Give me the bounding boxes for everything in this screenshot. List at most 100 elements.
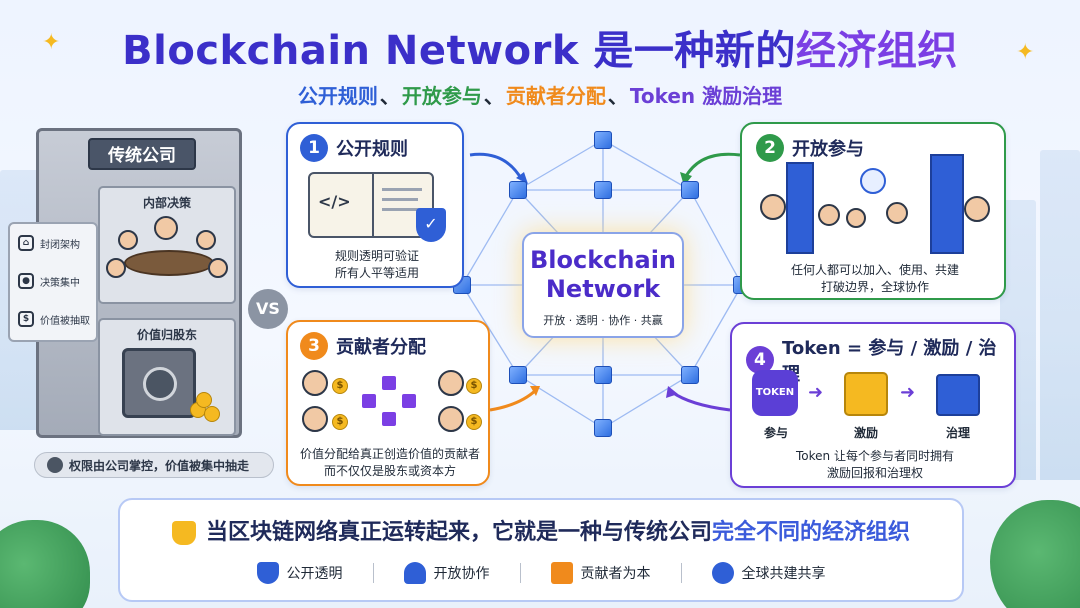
card-header: 3 贡献者分配 <box>300 332 488 360</box>
open-book-icon: </> <box>308 172 434 238</box>
trait-label: 价值被抽取 <box>40 315 90 327</box>
ballot-box-icon <box>936 374 980 416</box>
coin-icon: $ <box>332 414 348 430</box>
gold-coin-icon <box>196 392 212 408</box>
step-badge: 1 <box>300 134 328 162</box>
subtitle-separator: 、 <box>379 84 400 108</box>
coin-icon: $ <box>332 378 348 394</box>
subtitle-item-rules: 公开规则 <box>297 84 378 108</box>
subtitle-item-contributors: 贡献者分配 <box>505 84 606 108</box>
card-text-line: 任何人都可以加入、使用、共建 <box>790 263 959 277</box>
person-icon <box>760 194 786 220</box>
coin-icon: $ <box>466 414 482 430</box>
shield-check-icon: ✓ <box>416 208 446 242</box>
value-collaboration: 开放协作 <box>374 562 520 584</box>
card-title: 开放参与 <box>792 139 864 160</box>
center-network-box: Blockchain Network 开放 · 透明 · 协作 · 共赢 <box>522 232 684 338</box>
network-node <box>594 181 612 199</box>
network-node <box>681 366 699 384</box>
person-icon <box>196 230 216 250</box>
value-global: 全球共建共享 <box>682 562 856 584</box>
code-glyph: </> <box>318 192 351 211</box>
step-badge: 4 <box>746 346 774 374</box>
center-tagline: 开放 · 透明 · 协作 · 共赢 <box>543 314 663 327</box>
card-contributor-distribution: 3 贡献者分配 $ $ $ $ 价值分配给真正创造价值的贡献者 而不仅仅是股东或… <box>286 320 490 486</box>
company-sign: 传统公司 <box>88 138 196 170</box>
subtitle-item-token: Token 激励治理 <box>629 84 783 108</box>
value-label: 公开透明 <box>286 566 343 582</box>
person-icon: ● <box>18 273 34 289</box>
card-header: 1 公开规则 <box>300 134 462 162</box>
center-title: Blockchain Network <box>524 246 682 304</box>
lock-icon: ⌂ <box>18 235 34 251</box>
value-transparency: 公开透明 <box>227 562 373 584</box>
background-skyline-right-2 <box>1040 150 1080 480</box>
value-label: 开放协作 <box>433 566 490 582</box>
divider <box>372 563 374 583</box>
step-label-participate: 参与 <box>763 426 788 440</box>
person-icon <box>106 258 126 278</box>
person-icon <box>438 406 464 432</box>
open-door-icon <box>930 154 964 254</box>
card-text-line: 规则透明可验证 <box>334 249 419 263</box>
person-icon <box>964 196 990 222</box>
card-title: 公开规则 <box>336 139 408 160</box>
trait-centralized: ●决策集中 <box>10 262 96 300</box>
divider <box>680 563 682 583</box>
person-icon <box>154 216 178 240</box>
value-label: 全球共建共享 <box>741 566 826 582</box>
gift-box-icon <box>844 372 888 416</box>
trait-extraction: $ 价值被抽取 <box>10 300 96 338</box>
open-door-icon <box>786 162 814 254</box>
step-badge: 2 <box>756 134 784 162</box>
company-traits-panel: ⌂ 封闭架构 ●决策集中 $ 价值被抽取 <box>8 222 98 342</box>
shield-icon <box>256 562 279 584</box>
room-label-decision: 内部决策 <box>142 196 191 210</box>
step-label-incentive: 激励 <box>853 426 878 440</box>
dollar-icon: $ <box>18 311 34 327</box>
network-node <box>594 366 612 384</box>
title-part-1: Blockchain Network <box>122 28 594 74</box>
person-icon <box>208 258 228 278</box>
person-icon <box>302 406 328 432</box>
title-part-3: 经济组织 <box>795 28 958 74</box>
subtitle-separator: 、 <box>607 84 628 108</box>
step-badge: 3 <box>300 332 328 360</box>
title-part-2: 是一种新的 <box>593 28 796 74</box>
conclusion-banner: 当区块链网络真正运转起来，它就是一种与传统公司完全不同的经济组织 公开透明 开放… <box>118 498 964 602</box>
person-icon <box>302 370 328 396</box>
sad-face-icon <box>47 457 63 473</box>
company-warning: 权限由公司掌控，价值被集中抽走 <box>34 452 274 478</box>
vault-safe-icon <box>122 348 196 418</box>
gold-coin-icon <box>204 406 220 422</box>
step-label-governance: 治理 <box>945 426 970 440</box>
person-icon <box>818 204 840 226</box>
room-internal-decision: 内部决策 <box>98 186 236 304</box>
card-text-line: 所有人平等适用 <box>334 266 419 280</box>
sparkle-icon: ✦ <box>1016 40 1035 65</box>
banner-text-part1: 当区块链网络真正运转起来，它就是一种与传统公司 <box>205 520 712 545</box>
subtitle-item-open: 开放参与 <box>401 84 482 108</box>
sparkle-icon: ✦ <box>42 30 61 55</box>
arrow-right-icon: ➜ <box>900 382 916 403</box>
trait-closed: ⌂ 封闭架构 <box>10 224 96 262</box>
token-hexagon-icon: TOKEN <box>752 370 798 416</box>
people-icon <box>403 562 426 584</box>
divider <box>519 563 521 583</box>
network-node <box>509 366 527 384</box>
network-node <box>681 181 699 199</box>
network-node <box>594 419 612 437</box>
person-icon <box>118 230 138 250</box>
banner-text-part2: 完全不同的经济组织 <box>712 520 911 545</box>
card-open-participation: 2 开放参与 任何人都可以加入、使用、共建 打破边界，全球协作 <box>740 122 1006 300</box>
card-description: 价值分配给真正创造价值的贡献者 而不仅仅是股东或资本方 <box>288 446 492 480</box>
value-contributors: 贡献者为本 <box>521 562 681 584</box>
arrow-right-icon: ➜ <box>808 382 824 403</box>
trait-label: 封闭架构 <box>40 239 80 251</box>
coin-icon: $ <box>466 378 482 394</box>
center-title-line2: Network <box>545 275 661 303</box>
banner-values: 公开透明 开放协作 贡献者为本 全球共建共享 <box>120 562 962 584</box>
value-label: 贡献者为本 <box>580 566 651 582</box>
center-title-line1: Blockchain <box>529 246 676 274</box>
card-public-rules: 1 公开规则 </> ✓ 规则透明可验证 所有人平等适用 <box>286 122 464 288</box>
